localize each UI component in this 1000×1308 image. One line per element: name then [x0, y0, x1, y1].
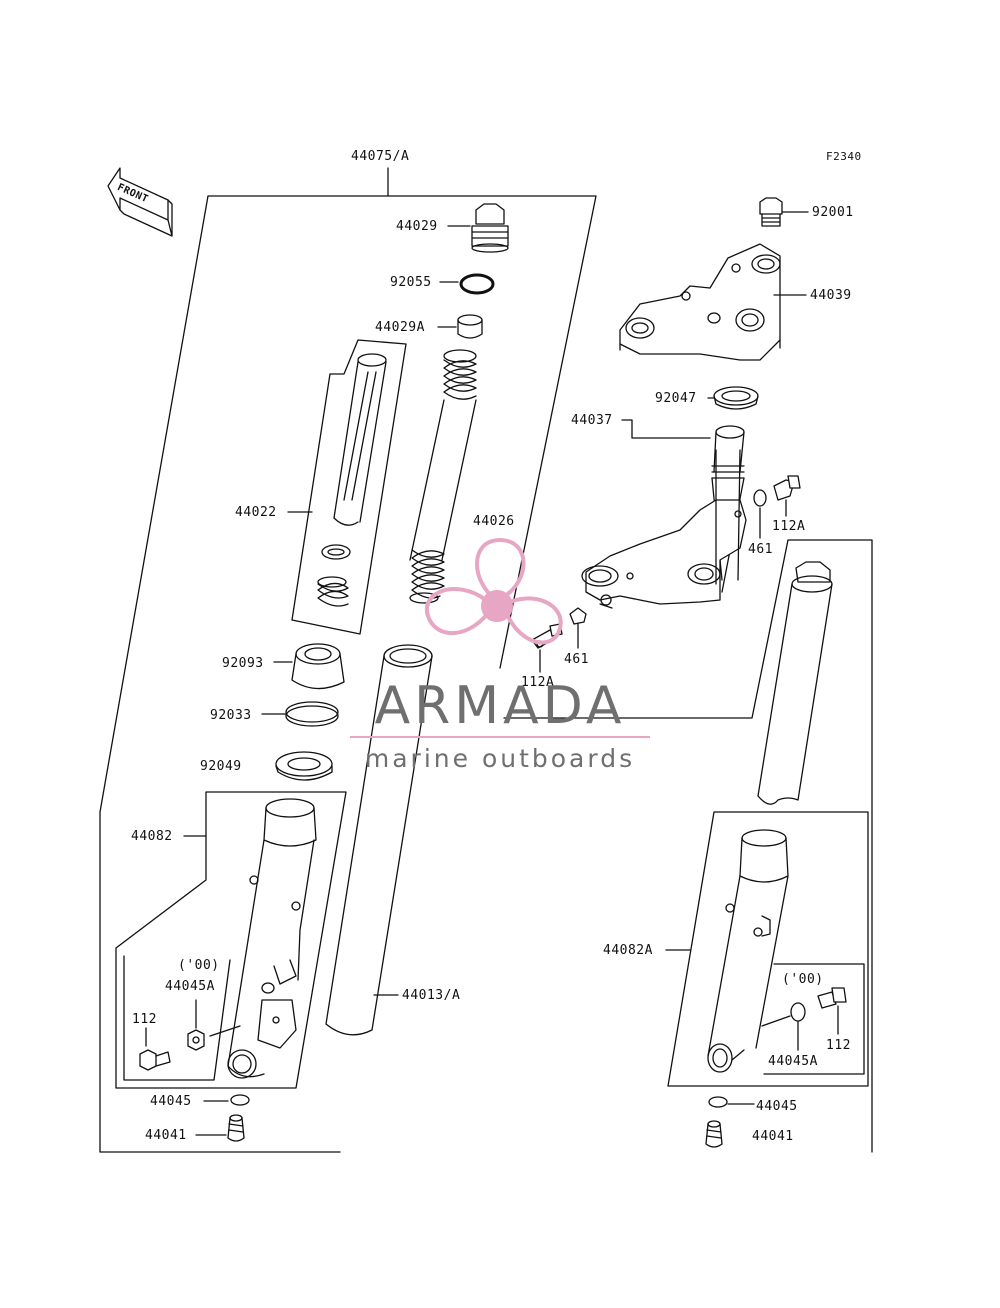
label-inner-tube: 44013/A	[402, 988, 461, 1003]
bolt-112a-upper	[773, 475, 801, 501]
assembly-outline	[99, 167, 597, 1153]
watermark-divider	[350, 736, 650, 738]
label-nut-461-lower: 461	[564, 652, 589, 667]
label-cap-bolt: 44029	[396, 219, 438, 234]
axle-nut-44045a-left	[187, 1029, 205, 1051]
right-hardware-box	[763, 963, 865, 1075]
label-o-ring: 92055	[390, 275, 432, 290]
label-bolt-112a-upper: 112A	[772, 519, 806, 534]
label-bolt-112a-lower: 112A	[521, 675, 555, 690]
label-nut-461-upper: 461	[748, 542, 773, 557]
spring-44026	[409, 349, 477, 604]
cylinder-group-outline	[291, 339, 407, 635]
drain-bolt-44041-left	[227, 1114, 245, 1142]
right-assembly-outline	[503, 539, 873, 1153]
nut-461-upper	[753, 489, 767, 507]
label-circlip: 92033	[210, 708, 252, 723]
plug-92001	[759, 197, 783, 227]
label-drain-bolt-right: 44041	[752, 1129, 794, 1144]
front-arrow-icon	[107, 167, 173, 237]
cylinder-44022	[317, 353, 387, 607]
label-oil-seal: 92049	[200, 759, 242, 774]
label-washer-right: 44045	[756, 1099, 798, 1114]
dust-seal-92093	[291, 643, 345, 690]
label-bolt-112-left: 112	[132, 1012, 157, 1027]
watermark-title: ARMADA	[374, 676, 626, 736]
label-assembly: 44075/A	[351, 149, 410, 164]
outer-tube-44082	[227, 798, 317, 1079]
upper-bracket-44039	[619, 243, 781, 361]
drain-bolt-44041-right	[705, 1120, 723, 1148]
label-year-right: ('00)	[782, 972, 824, 987]
inner-tube-right	[757, 561, 833, 805]
steering-stem-44037	[581, 425, 747, 609]
axle-nut-44045a-right	[790, 1002, 806, 1022]
label-dust-seal: 92093	[222, 656, 264, 671]
leader-axle-right	[761, 1015, 791, 1027]
label-steering-stem: 44037	[571, 413, 613, 428]
outer-tube-44082a	[707, 829, 789, 1073]
label-drain-bolt-left: 44041	[145, 1128, 187, 1143]
cap-bolt-44029	[471, 203, 509, 253]
armada-propeller-logo	[424, 537, 563, 645]
seal-92047	[713, 386, 759, 410]
oil-seal-92049	[275, 751, 333, 781]
label-bolt-112-right: 112	[826, 1038, 851, 1053]
leader-44037	[621, 419, 711, 439]
washer-44045-right	[708, 1096, 728, 1108]
inner-tube-44013a	[325, 644, 433, 1036]
watermark-subtitle: marine outboards	[364, 744, 636, 773]
label-spring: 44026	[473, 514, 515, 529]
label-year-left: ('00)	[178, 958, 220, 973]
washer-44045-left	[230, 1094, 250, 1106]
bolt-112-left	[139, 1049, 171, 1071]
bolt-112-right	[817, 987, 847, 1009]
label-collar: 44029A	[375, 320, 425, 335]
diagram-code: F2340	[826, 150, 862, 163]
label-seal-92047: 92047	[655, 391, 697, 406]
label-upper-bracket: 44039	[810, 288, 852, 303]
label-cylinder: 44022	[235, 505, 277, 520]
label-plug: 92001	[812, 205, 854, 220]
right-outer-tube-outline	[667, 811, 869, 1087]
leader-axle-left	[209, 1025, 241, 1037]
nut-461-lower	[569, 607, 587, 625]
label-washer-left: 44045	[150, 1094, 192, 1109]
left-outer-tube-outline	[115, 791, 347, 1089]
label-axle-nut-left: 44045A	[165, 979, 215, 994]
circlip-92033	[285, 701, 339, 727]
label-outer-tube-left: 44082	[131, 829, 173, 844]
label-axle-nut-right: 44045A	[768, 1054, 818, 1069]
collar-44029a	[457, 314, 483, 339]
left-hardware-box	[123, 955, 231, 1081]
label-outer-tube-right: 44082A	[603, 943, 653, 958]
o-ring-92055	[459, 273, 495, 295]
